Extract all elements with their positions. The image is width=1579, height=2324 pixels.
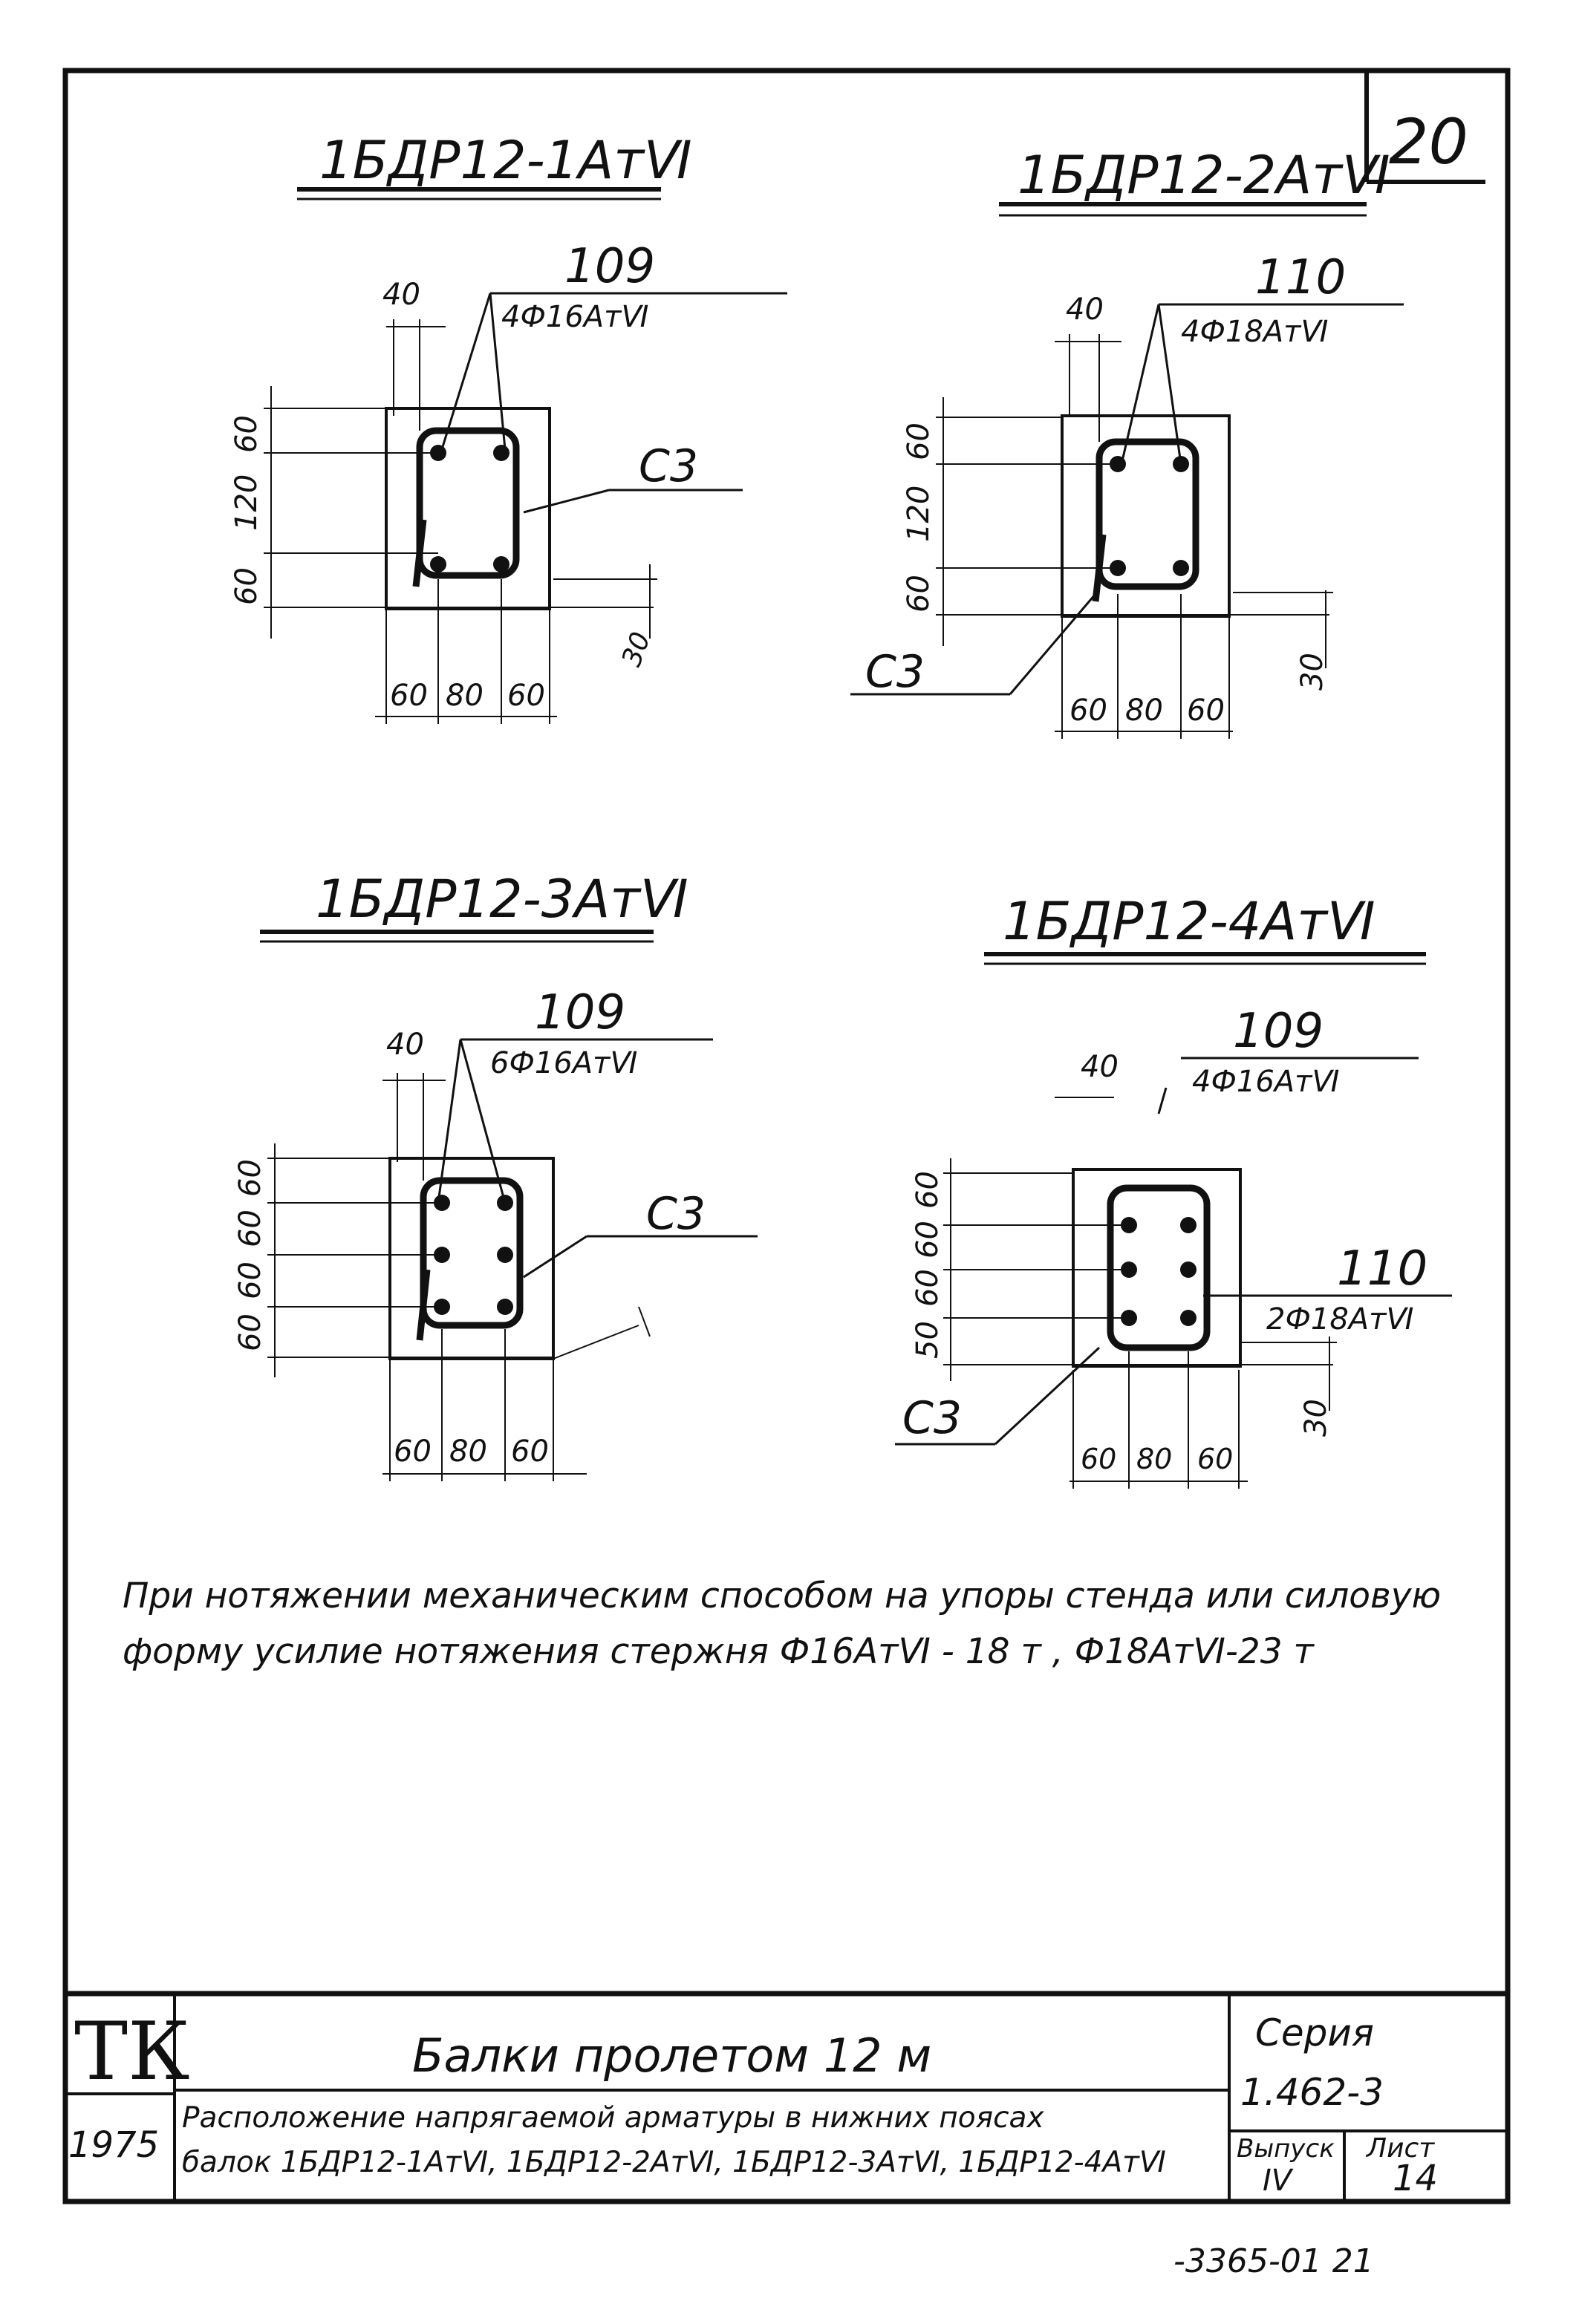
dim-left-1: 60 — [233, 1159, 267, 1197]
callout-spec: 4Ф16АтⅥ — [501, 300, 648, 334]
callout2-mark: 110 — [1337, 1241, 1427, 1296]
title-block: ТК 1975 Балки пролетом 12 м Расположение… — [65, 1991, 1508, 2201]
dim-bottom-3: 60 — [1187, 693, 1225, 728]
dim-bottom-2: 80 — [1125, 693, 1163, 728]
section-title: 1БДР12-4АтⅥ — [1003, 891, 1375, 952]
dim-bottom-3: 60 — [511, 1434, 549, 1469]
dim-top: 40 — [386, 1028, 424, 1062]
section-outline — [385, 407, 551, 610]
dim-bottom-1: 60 — [390, 679, 428, 713]
rebar-dots — [1121, 1217, 1197, 1326]
rebar-dots — [1110, 456, 1189, 576]
dim-left-4: 50 — [911, 1321, 945, 1359]
dim-bottom-3: 60 — [507, 679, 545, 713]
archive-number: -3365-01 21 — [1173, 2242, 1374, 2280]
issue-value: IV — [1263, 2164, 1294, 2198]
dim-top: 40 — [1066, 293, 1104, 327]
dim-left-1: 60 — [902, 422, 936, 460]
dim-top: 40 — [1081, 1050, 1119, 1084]
section-1BDR12-2: 1БДР12-2АтⅥ 110 4Ф18АтⅥ С3 40 60 120 60 — [850, 145, 1404, 739]
callout-spec: 4Ф16АтⅥ — [1192, 1065, 1339, 1099]
stirrup-label: С3 — [865, 646, 925, 698]
dim-bottom-1: 60 — [394, 1434, 432, 1469]
sheet-number: 20 — [1389, 105, 1468, 178]
stirrup — [420, 1177, 524, 1329]
stirrup — [416, 427, 520, 579]
rebar-dots — [430, 445, 509, 572]
stirrup-label: С3 — [646, 1188, 706, 1240]
dim-left-3: 60 — [911, 1269, 945, 1307]
dim-left-4: 60 — [233, 1313, 267, 1351]
dim-left-3: 60 — [902, 575, 936, 613]
dim-bottom-2: 80 — [446, 679, 484, 713]
stirrup-label: С3 — [639, 440, 698, 492]
drawing-title: Балки пролетом 12 м — [412, 2028, 931, 2083]
callout-spec: 4Ф18АтⅥ — [1181, 315, 1328, 349]
sheet-value: 14 — [1393, 2158, 1438, 2199]
callout-mark: 109 — [1233, 1004, 1324, 1059]
tensioning-note: При нотяжении механическим способом на у… — [123, 1576, 1441, 1672]
callout2-spec: 2Ф18АтⅥ — [1266, 1302, 1413, 1336]
stirrup — [1095, 438, 1199, 590]
dim-bottom-2: 80 — [449, 1434, 487, 1469]
dim-bottom-3: 60 — [1197, 1443, 1233, 1475]
section-title: 1БДР12-1АтⅥ — [319, 130, 692, 191]
rebar-dots — [434, 1195, 513, 1315]
dim-left-2: 60 — [911, 1221, 945, 1259]
callout-mark: 109 — [564, 239, 655, 294]
description-line-2: балок 1БДР12-1АтⅥ, 1БДР12-2АтⅥ, 1БДР12-3… — [182, 2146, 1166, 2179]
section-1BDR12-1: 1БДР12-1АтⅥ 109 4Ф16АтⅥ С3 40 60 120 — [229, 130, 787, 724]
dim-left-3: 60 — [233, 1261, 267, 1299]
stirrup-label: С3 — [902, 1392, 962, 1444]
dim-left-2: 120 — [902, 486, 936, 542]
dim-right: 30 — [1299, 1399, 1333, 1437]
dim-right: 30 — [1295, 653, 1329, 691]
callout-mark: 110 — [1255, 250, 1346, 305]
section-title: 1БДР12-3АтⅥ — [316, 869, 688, 930]
section-title: 1БДР12-2АтⅥ — [1018, 145, 1390, 206]
dim-left-2: 120 — [229, 474, 264, 531]
dim-top: 40 — [382, 278, 420, 312]
tk-logo: ТК — [74, 2005, 190, 2098]
issue-label: Выпуск — [1237, 2134, 1335, 2164]
sheet-number-box: 20 — [1364, 71, 1485, 184]
year: 1975 — [68, 2124, 159, 2166]
sheet-label: Лист — [1365, 2133, 1435, 2164]
dim-left-1: 60 — [911, 1171, 945, 1209]
note-line-1: При нотяжении механическим способом на у… — [123, 1576, 1441, 1616]
section-1BDR12-3: 1БДР12-3АтⅥ 109 6Ф16АтⅥ С3 40 60 60 60 — [233, 869, 758, 1481]
series-value: 1.462-3 — [1240, 2071, 1384, 2114]
section-outline — [1072, 1168, 1242, 1368]
dim-bottom-2: 80 — [1136, 1443, 1172, 1475]
dim-bottom-1: 60 — [1081, 1443, 1116, 1475]
callout-spec: 6Ф16АтⅥ — [490, 1046, 637, 1080]
dim-left-2: 60 — [233, 1210, 267, 1247]
dim-left-3: 60 — [229, 567, 264, 605]
note-line-2: форму усилие нотяжения стержня Ф16АтⅥ - … — [123, 1631, 1315, 1672]
series-label: Серия — [1255, 2011, 1374, 2054]
callout-mark: 109 — [535, 985, 625, 1040]
dim-left-1: 60 — [229, 415, 264, 453]
dim-bottom-1: 60 — [1070, 693, 1107, 728]
section-1BDR12-4: 1БДР12-4АтⅥ 109 4Ф16АтⅥ 110 2Ф18АтⅥ С3 4… — [895, 891, 1452, 1489]
sheet-border — [62, 68, 1511, 2204]
description-line-1: Расположение напрягаемой арматуры в нижн… — [182, 2101, 1044, 2135]
section-outline — [1061, 414, 1231, 618]
stirrup — [1107, 1184, 1211, 1351]
